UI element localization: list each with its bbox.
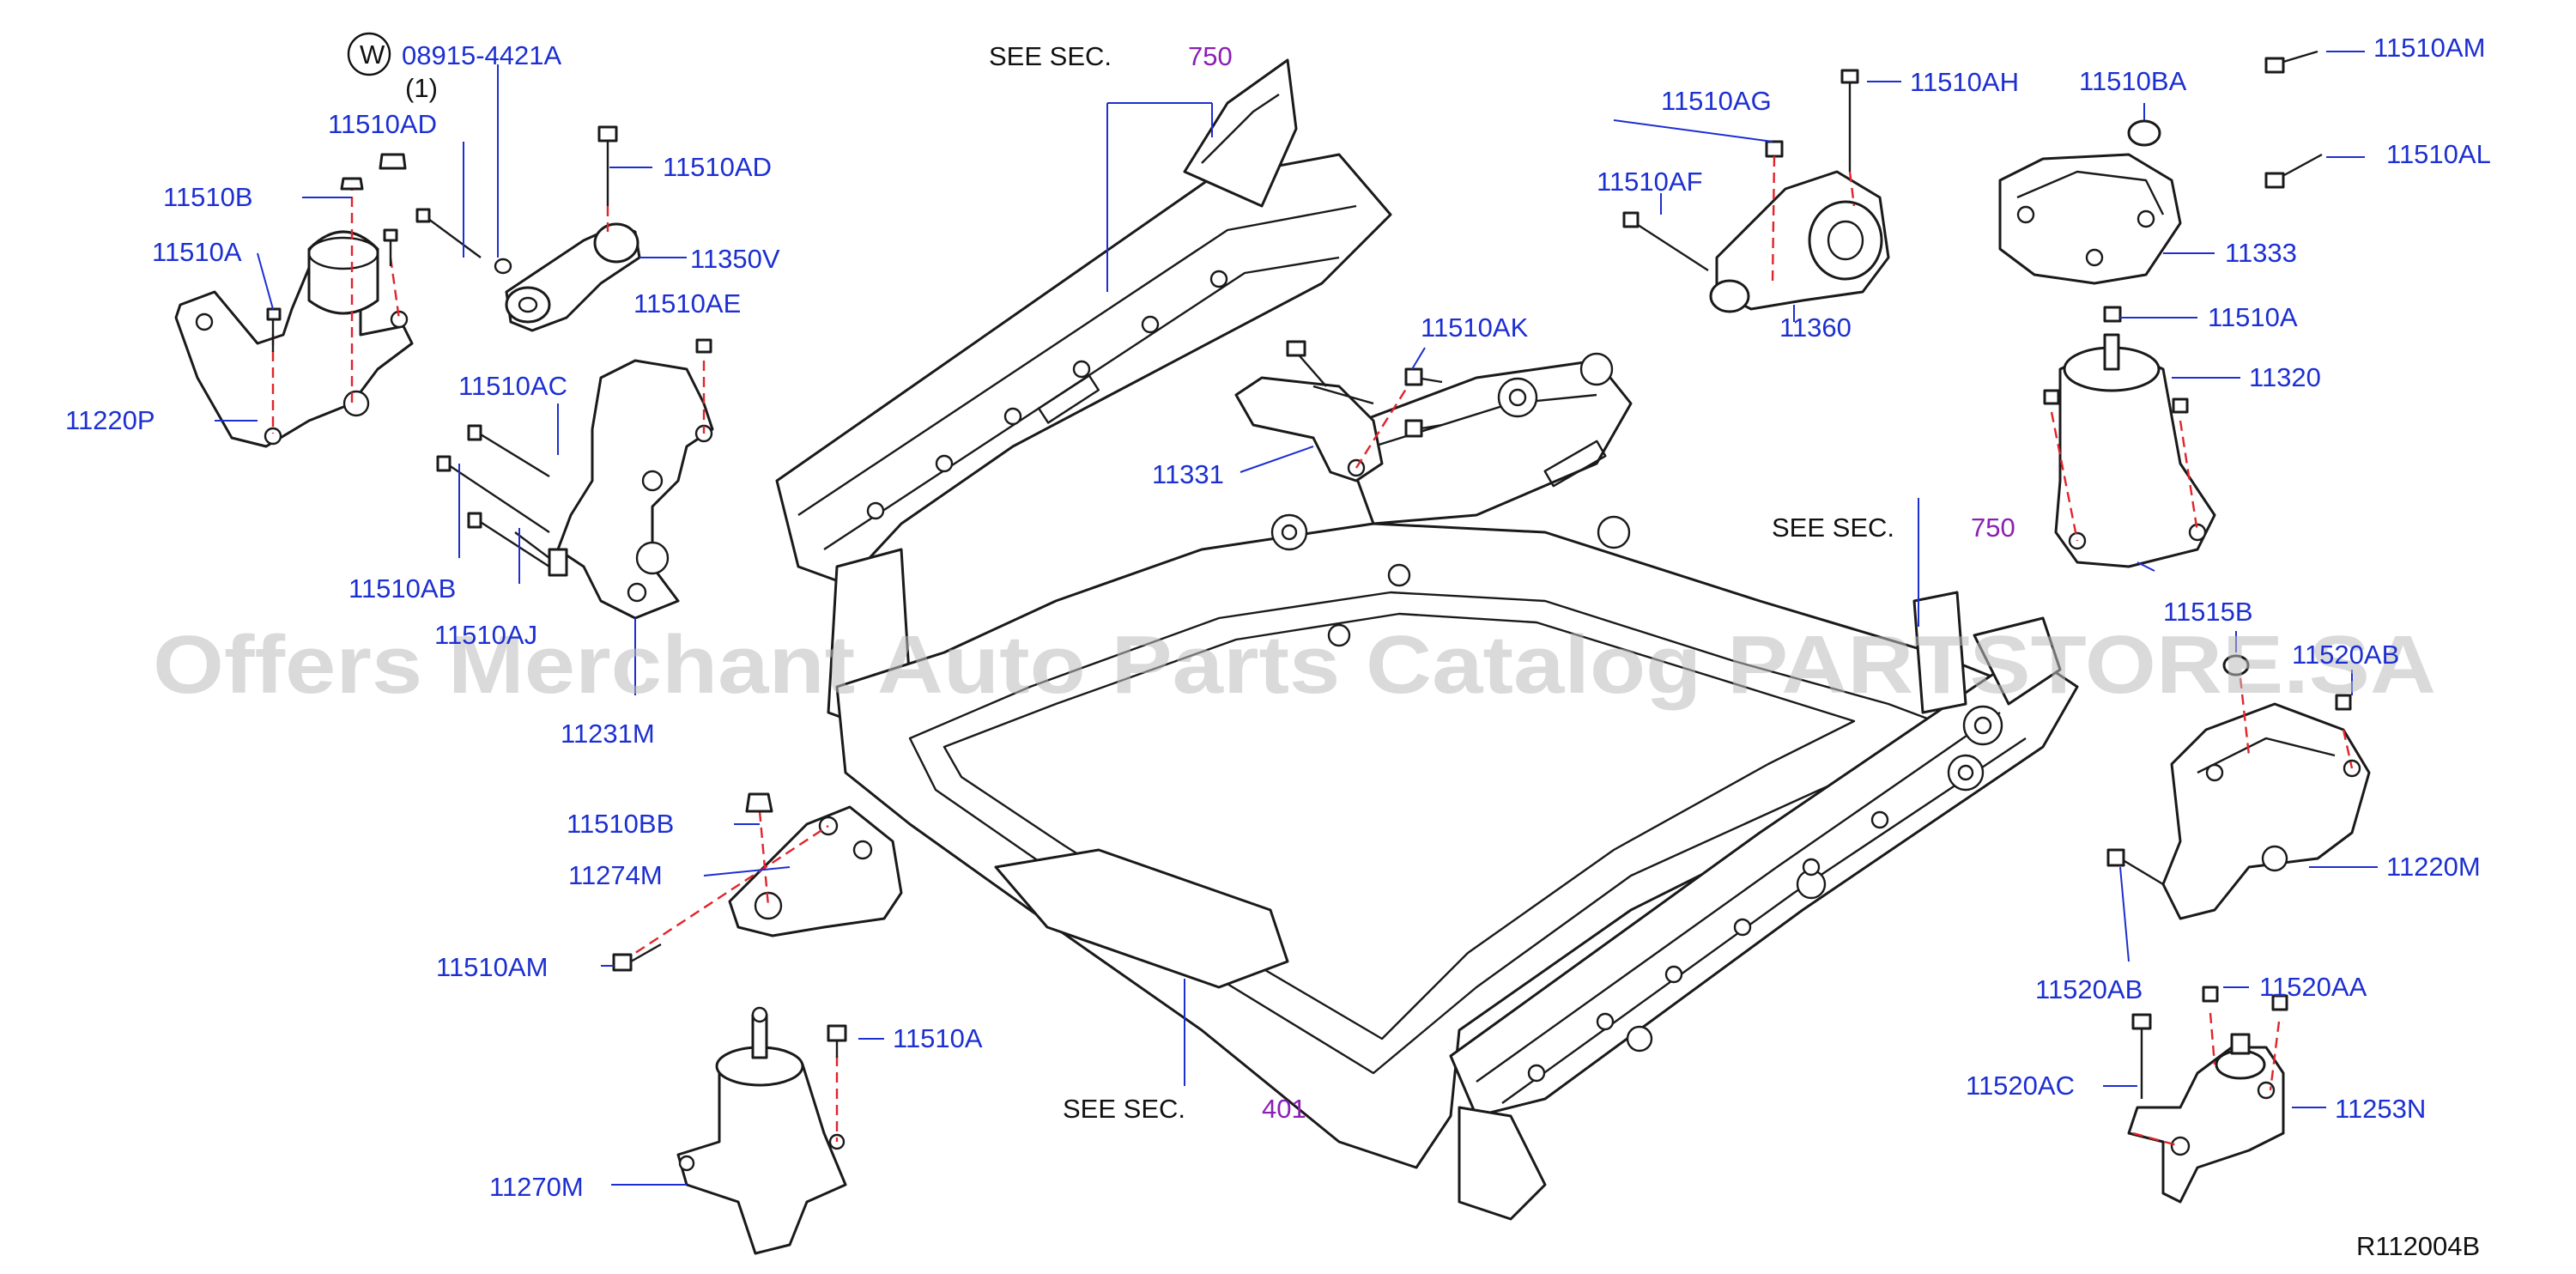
- mount-bracket-11220P-drawing: [174, 153, 414, 448]
- part-label-11510BB[interactable]: 11510BB: [567, 809, 674, 839]
- part-label-11510BA[interactable]: 11510BA: [2079, 66, 2187, 96]
- mount-bracket-11220M-drawing: [2106, 654, 2371, 920]
- part-label-11510AG[interactable]: 11510AG: [1661, 86, 1772, 116]
- rear-mount-11360-drawing: [1622, 69, 1890, 313]
- diagram-id: R112004B: [2356, 1231, 2480, 1261]
- part-label-11520AA[interactable]: 11520AA: [2259, 972, 2367, 1002]
- part-label-11520AB-bottom[interactable]: 11520AB: [2035, 974, 2143, 1004]
- part-label-11510AM-left[interactable]: 11510AM: [436, 952, 548, 982]
- part-label-08915-4421A[interactable]: 08915-4421A: [402, 40, 561, 70]
- part-label-11510AD-left[interactable]: 11510AD: [328, 109, 437, 139]
- part-label-11515B[interactable]: 11515B: [2163, 597, 2253, 627]
- part-label-11220M[interactable]: 11220M: [2386, 852, 2481, 882]
- part-label-11510AJ[interactable]: 11510AJ: [434, 620, 537, 650]
- part-label-11520AC[interactable]: 11520AC: [1966, 1071, 2075, 1101]
- part-label-11510AD-right[interactable]: 11510AD: [663, 152, 772, 182]
- part-label-11331[interactable]: 11331: [1152, 459, 1224, 489]
- w-badge-circle: [347, 32, 391, 76]
- part-label-11333[interactable]: 11333: [2225, 238, 2297, 268]
- see-sec-bottom-prefix: SEE SEC.: [1063, 1094, 1185, 1124]
- leader-lines: [215, 51, 2378, 1186]
- part-label-11520AB-top[interactable]: 11520AB: [2292, 640, 2399, 670]
- part-label-11510A-left[interactable]: 11510A: [152, 237, 242, 267]
- torque-rod-11350V-drawing: [415, 125, 641, 332]
- part-label-11510AF[interactable]: 11510AF: [1597, 167, 1703, 197]
- part-label-11510A-bottom[interactable]: 11510A: [893, 1023, 983, 1053]
- see-sec-bottom-number[interactable]: 401: [1262, 1094, 1306, 1124]
- part-label-11510AL[interactable]: 11510AL: [2386, 139, 2491, 169]
- part-label-11510AK[interactable]: 11510AK: [1421, 312, 1529, 343]
- part-labels: W 08915-4421A (1) 11510AD 11510B 11510A …: [65, 32, 2491, 1202]
- bracket-11231M-drawing: [436, 338, 714, 620]
- part-label-11270M[interactable]: 11270M: [489, 1172, 584, 1202]
- w-badge: W: [360, 39, 385, 70]
- part-label-11350V[interactable]: 11350V: [690, 244, 780, 274]
- part-label-11231M[interactable]: 11231M: [561, 719, 655, 749]
- part-label-11510AH[interactable]: 11510AH: [1910, 67, 2019, 97]
- see-sec-right-prefix: SEE SEC.: [1772, 513, 1894, 543]
- front-suspension-member-drawing: [775, 58, 2079, 1221]
- part-label-11510AB-left[interactable]: 11510AB: [349, 573, 456, 604]
- part-label-11253N[interactable]: 11253N: [2335, 1094, 2426, 1124]
- part-label-11510AC[interactable]: 11510AC: [458, 371, 567, 401]
- bracket-11333-drawing: [1998, 50, 2323, 285]
- bracket-11331-drawing: [1234, 340, 1443, 482]
- see-sec-top-number[interactable]: 750: [1188, 41, 1233, 71]
- part-label-11510AE[interactable]: 11510AE: [633, 288, 741, 318]
- engine-mount-11320-drawing: [2043, 306, 2216, 568]
- bracket-11253N-drawing: [2127, 986, 2288, 1204]
- part-label-11360[interactable]: 11360: [1779, 312, 1852, 343]
- part-qty-08915: (1): [405, 73, 438, 103]
- part-label-11274M[interactable]: 11274M: [568, 860, 663, 890]
- watermark-text: Offers Merchant Auto Parts Catalog PARTS…: [153, 619, 2436, 711]
- part-label-11320[interactable]: 11320: [2249, 362, 2321, 392]
- engine-mount-11270M-drawing: [676, 1006, 847, 1255]
- part-label-11510B[interactable]: 11510B: [163, 182, 253, 212]
- section-references: SEE SEC. 750 SEE SEC. 750 SEE SEC. 401: [989, 41, 2015, 1124]
- see-sec-right-number[interactable]: 750: [1971, 513, 2015, 543]
- part-label-11510AM-right[interactable]: 11510AM: [2373, 33, 2485, 63]
- see-sec-top-prefix: SEE SEC.: [989, 41, 1112, 71]
- part-label-11220P[interactable]: 11220P: [65, 405, 155, 435]
- part-label-11510A-right[interactable]: 11510A: [2208, 302, 2298, 332]
